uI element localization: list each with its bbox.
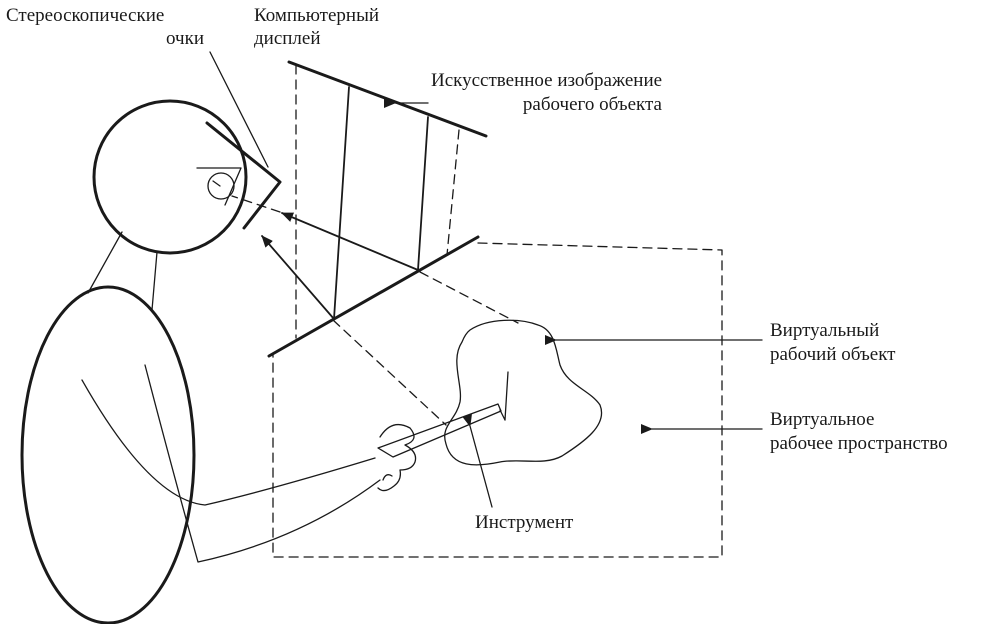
label-display-line1: Компьютерный <box>254 5 379 26</box>
virtual-work-object <box>445 320 602 465</box>
neck-left <box>88 232 122 293</box>
projection-lines <box>296 65 518 425</box>
arm-lower <box>145 365 380 562</box>
thumb <box>383 475 392 480</box>
label-virtual-workspace-line1: Виртуальное <box>770 409 874 430</box>
label-virtual-object-line2: рабочий объект <box>770 344 896 365</box>
instrument-tip-in-object <box>505 372 508 420</box>
label-artificial-image-line1: Искусственное изображение <box>431 70 662 91</box>
leader-lines <box>210 52 762 507</box>
computer-display <box>269 62 486 356</box>
label-display-line2: дисплей <box>254 28 321 49</box>
instrument <box>378 404 505 457</box>
label-virtual-workspace-line2: рабочее пространство <box>770 433 948 454</box>
label-glasses-line2: очки <box>166 28 204 49</box>
label-virtual-object-line1: Виртуальный <box>770 320 879 341</box>
stereoscopic-glasses <box>207 123 280 228</box>
operator-figure <box>22 101 416 623</box>
head <box>94 101 246 253</box>
neck-right <box>152 252 157 310</box>
label-instrument: Инструмент <box>475 512 574 533</box>
arm-upper <box>82 380 375 505</box>
hand <box>378 425 416 491</box>
sight-arrows <box>232 196 418 319</box>
label-artificial-image-line2: рабочего объекта <box>523 94 663 115</box>
eye-icon <box>208 173 234 199</box>
virtual-workspace-box <box>273 243 722 557</box>
label-glasses-line1: Стереоскопические <box>6 5 164 26</box>
